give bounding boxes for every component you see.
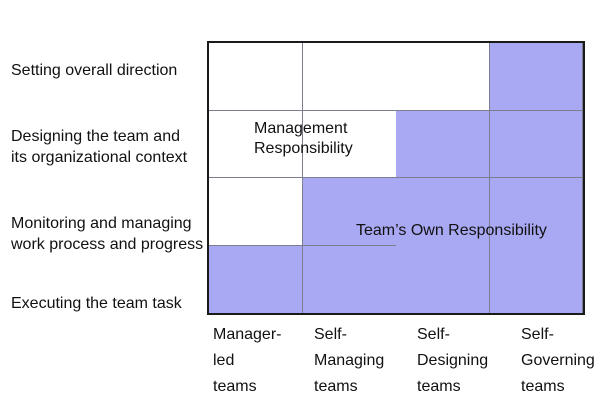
row-label-designing-team-context: Designing the team and its organizationa… [11,128,188,166]
teams-own-responsibility-label: Team’s Own Responsibility [356,222,547,239]
matrix-cell-management [209,43,303,111]
matrix-cell-management [209,178,303,246]
matrix-cell-team [489,178,583,246]
col-label-self-governing-teams: Self- Governing teams [521,326,595,395]
col-label-manager-led-teams: Manager- led teams [213,326,282,395]
matrix-cell-team [489,43,583,111]
matrix-cell-team [489,245,583,313]
matrix-cell-team [209,245,303,313]
matrix-cell-management [396,43,490,111]
matrix-cell-team [489,110,583,178]
col-label-self-designing-teams: Self- Designing teams [417,326,489,395]
matrix-cell-team [396,110,490,178]
row-label-setting-overall-direction: Setting overall direction [11,62,178,79]
matrix-cell-team [302,178,396,246]
matrix-cell-management [209,110,303,178]
management-responsibility-label: Management Responsibility [254,120,353,157]
matrix-cell-management [302,43,396,111]
matrix-cell-team [396,245,490,313]
matrix-cell-team [302,245,396,313]
matrix-cell-management [302,110,396,178]
row-label-executing-team-task: Executing the team task [11,295,182,312]
matrix-cell-team [396,178,490,246]
matrix-grid: Management Responsibility Team’s Own Res… [207,41,585,315]
col-label-self-managing-teams: Self- Managing teams [314,326,385,395]
row-label-monitoring-managing-work: Monitoring and managing work process and… [11,215,204,253]
